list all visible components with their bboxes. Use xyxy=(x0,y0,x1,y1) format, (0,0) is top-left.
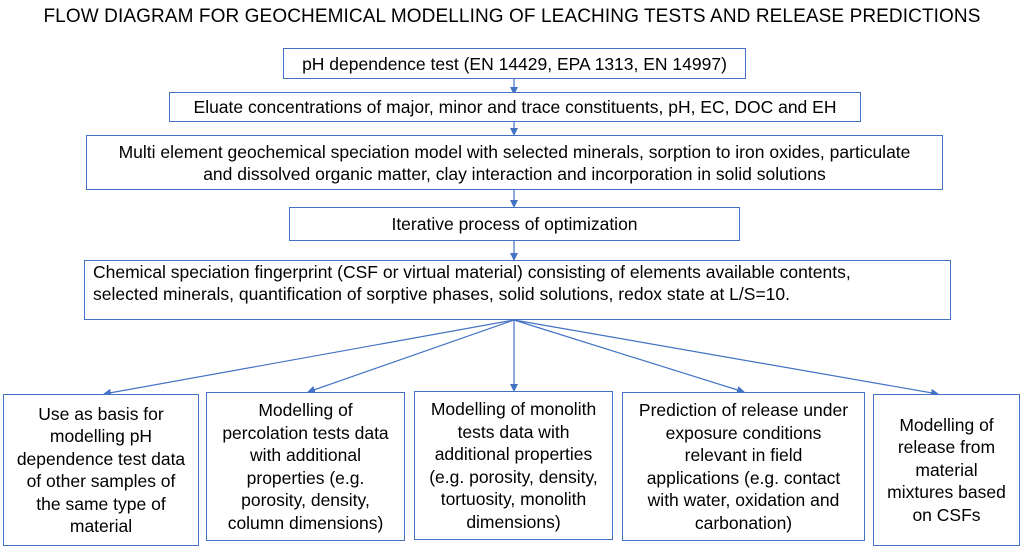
output-5-line: mixtures based xyxy=(887,482,1006,503)
output-2-line: properties (e.g. xyxy=(246,467,365,488)
step-csf-line1: Chemical speciation fingerprint (CSF or … xyxy=(93,262,851,282)
step-eluate-concentrations-text: Eluate concentrations of major, minor an… xyxy=(193,97,837,117)
output-2-line: percolation tests data xyxy=(222,422,389,443)
output-1-line: dependence test data xyxy=(16,448,186,469)
step-iterative-optimization-text: Iterative process of optimization xyxy=(391,214,638,234)
output-1-line: the same type of xyxy=(36,493,166,514)
output-ph-dependence-modelling: Use as basis for modelling pH dependence… xyxy=(3,394,199,546)
output-4-line: relevant in field xyxy=(684,445,803,465)
step-csf-line2: selected minerals, quantification of sor… xyxy=(93,284,790,304)
arrow-to-output-1 xyxy=(103,319,515,397)
output-4-line: Prediction of release under xyxy=(638,400,849,420)
output-1-line: of other samples of xyxy=(26,471,176,491)
output-4-line: exposure conditions xyxy=(665,422,822,443)
arrow-to-output-5 xyxy=(513,319,939,397)
output-monolith-tests: Modelling of monolith tests data with ad… xyxy=(414,391,613,540)
output-3-line: tortuosity, monolith xyxy=(440,489,587,509)
step-iterative-optimization: Iterative process of optimization xyxy=(289,207,740,241)
output-release-prediction: Prediction of release under exposure con… xyxy=(622,392,865,541)
step-eluate-concentrations: Eluate concentrations of major, minor an… xyxy=(169,92,861,122)
output-3-line: (e.g. porosity, density, xyxy=(429,466,598,487)
step-ph-dependence-test-text: pH dependence test (EN 14429, EPA 1313, … xyxy=(302,53,727,74)
output-3-line: dimensions) xyxy=(466,511,561,532)
output-2-line: porosity, density, xyxy=(241,490,370,510)
arrow-to-output-2 xyxy=(307,319,515,394)
output-5-line: material xyxy=(915,459,978,480)
output-4-line: carbonation) xyxy=(694,512,793,533)
output-material-mixtures: Modelling of release from material mixtu… xyxy=(873,394,1020,546)
step-speciation-model-line2: and dissolved organic matter, clay inter… xyxy=(203,163,826,184)
step-ph-dependence-test: pH dependence test (EN 14429, EPA 1313, … xyxy=(283,48,746,79)
output-5-line: Modelling of xyxy=(899,414,994,435)
output-1-line: material xyxy=(69,516,133,536)
output-3-line: additional properties xyxy=(434,444,593,464)
output-5-line: release from xyxy=(897,437,996,458)
output-5-line: on CSFs xyxy=(912,504,981,525)
output-4-line: with water, oxidation and xyxy=(647,490,840,510)
step-speciation-model: Multi element geochemical speciation mod… xyxy=(86,135,943,190)
step-speciation-model-line1: Multi element geochemical speciation mod… xyxy=(118,141,911,162)
diagram-title: FLOW DIAGRAM FOR GEOCHEMICAL MODELLING O… xyxy=(43,6,981,27)
output-percolation-tests: Modelling of percolation tests data with… xyxy=(206,392,405,541)
arrow-to-output-4 xyxy=(513,319,745,394)
step-chemical-speciation-fingerprint: Chemical speciation fingerprint (CSF or … xyxy=(84,260,951,320)
output-4-line: applications (e.g. contact xyxy=(646,467,841,488)
output-1-line: modelling pH xyxy=(49,426,153,446)
output-1-line: Use as basis for xyxy=(38,403,164,424)
output-2-line: Modelling of xyxy=(258,400,353,420)
output-2-line: column dimensions) xyxy=(227,512,384,533)
output-3-line: tests data with xyxy=(457,421,570,442)
output-2-line: with additional xyxy=(250,445,361,465)
output-3-line: Modelling of monolith xyxy=(430,399,597,419)
